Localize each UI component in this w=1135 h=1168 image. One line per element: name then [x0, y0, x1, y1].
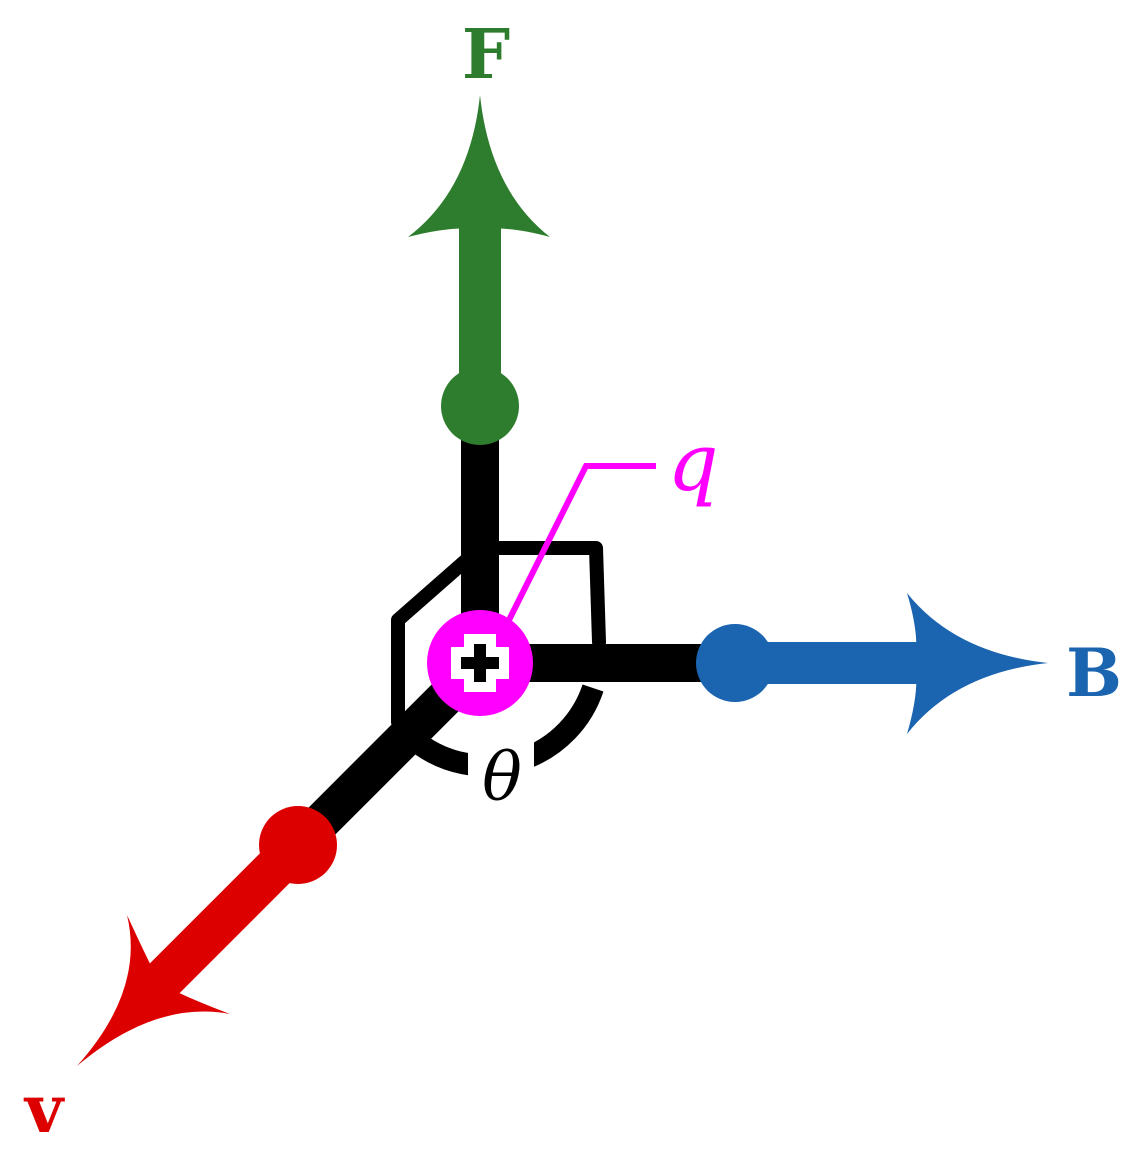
charge: + [427, 610, 533, 716]
angle-label: θ [482, 739, 522, 816]
force-arrowhead [408, 95, 550, 237]
field-arrowhead [907, 593, 1048, 734]
force-tail-dot [441, 367, 519, 445]
velocity-vector [77, 806, 337, 1066]
force-vector [408, 95, 550, 445]
velocity-label: v [23, 1070, 65, 1148]
field-tail-dot [696, 624, 774, 702]
right-angle-marker-fb [473, 541, 606, 649]
velocity-tail-dot [259, 806, 337, 884]
field-label: B [1066, 634, 1122, 712]
charge-label: q [667, 416, 718, 509]
field-vector [696, 593, 1048, 734]
force-label: F [462, 15, 510, 95]
charge-callout-line [491, 463, 656, 652]
charge-plus-icon [461, 644, 499, 682]
angle-label-backing [468, 730, 534, 810]
velocity-arrowhead [77, 915, 230, 1066]
right-angle-marker-fv [391, 541, 487, 729]
